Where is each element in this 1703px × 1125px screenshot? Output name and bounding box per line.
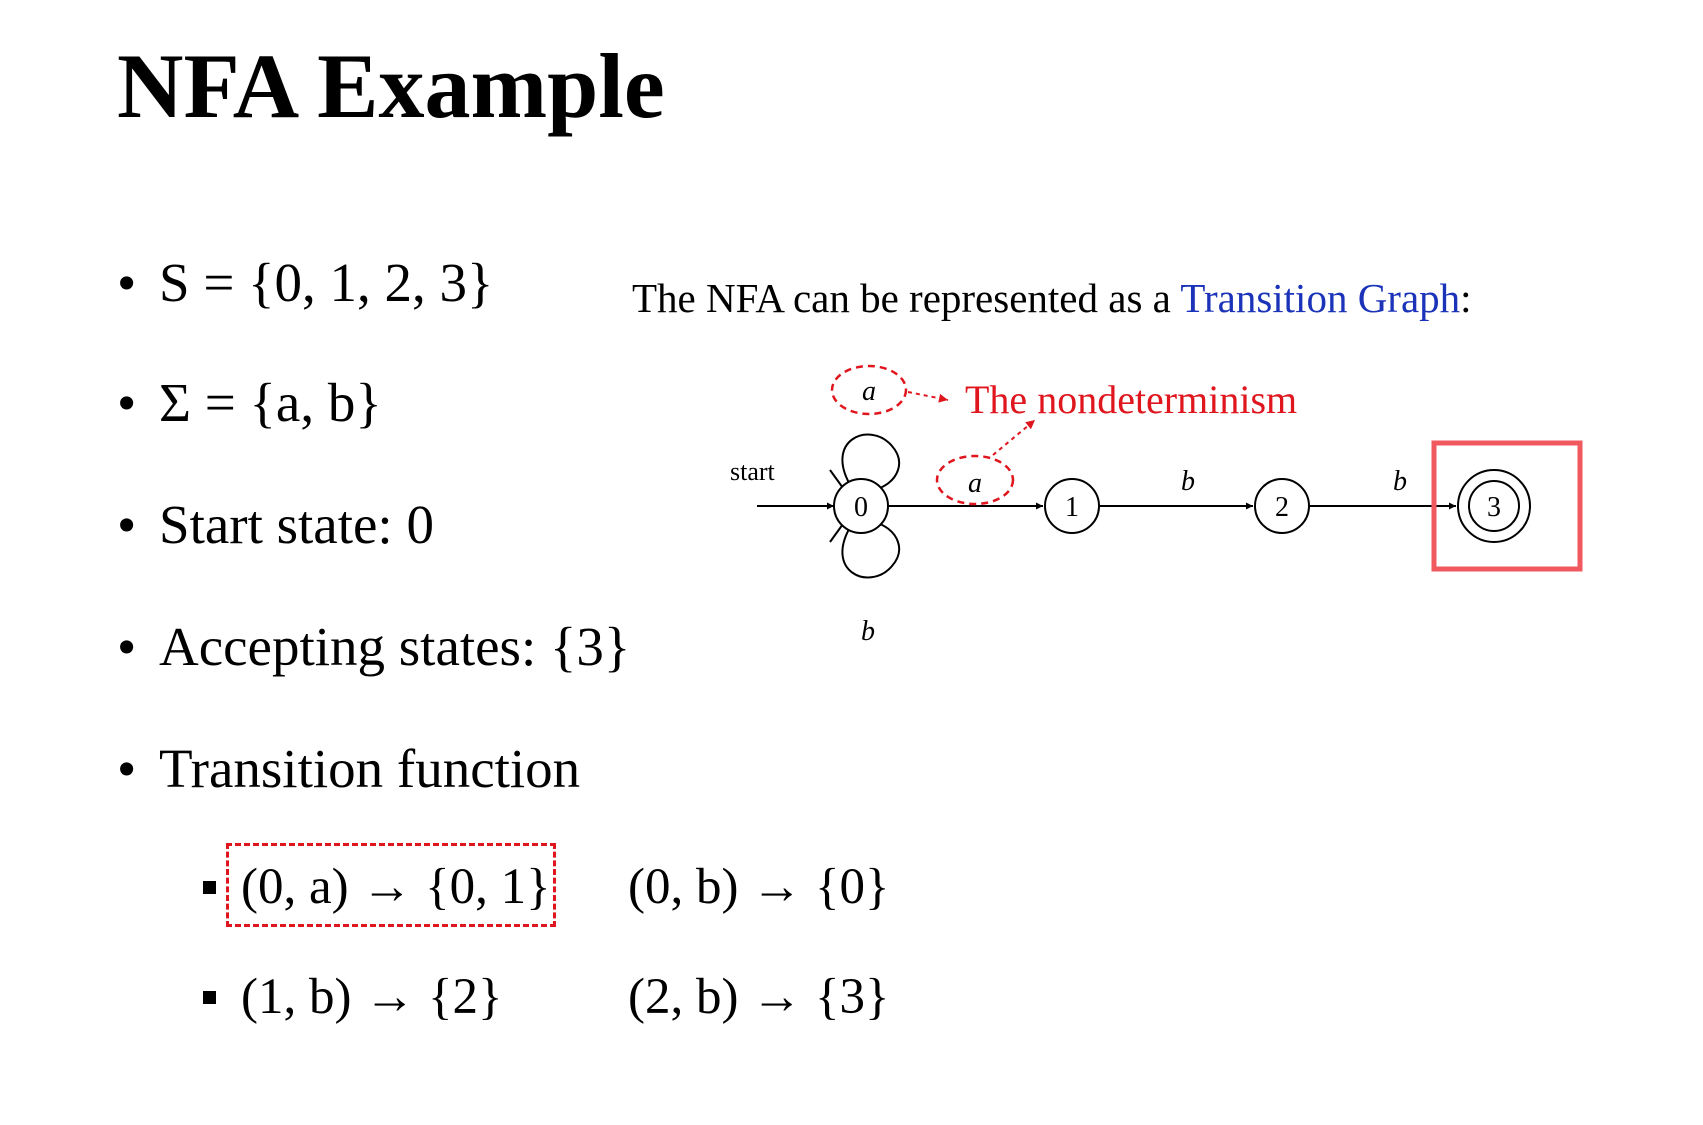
- self-loop-b: [841, 523, 901, 579]
- nondeterminism-highlight-box: [226, 843, 556, 927]
- self-loop-a-arrowhead: [829, 469, 850, 496]
- accepting-state-highlight-box: [1431, 440, 1583, 572]
- bullet-text: Accepting states: {3}: [159, 616, 631, 677]
- nondeterminism-annotation: The nondeterminism: [965, 377, 1298, 422]
- bullet-alphabet: • Σ = {a, b}: [117, 375, 382, 430]
- bullet-text: Transition function: [159, 738, 581, 799]
- self-loop-b-label: b: [861, 616, 875, 647]
- bullet-glyph: •: [117, 252, 137, 313]
- state-2-label: 2: [1275, 492, 1289, 523]
- annotation-pointer-edge-a: [992, 419, 1036, 456]
- transition-text: (2, b) → {3}: [628, 969, 890, 1025]
- bullet-glyph: •: [117, 494, 137, 555]
- square-bullet-icon: [203, 990, 216, 1004]
- caption-link-text: Transition Graph: [1180, 275, 1461, 321]
- bullet-glyph: •: [117, 738, 137, 799]
- square-bullet-icon: [203, 880, 216, 894]
- edge-1-2-label: b: [1181, 466, 1195, 497]
- bullet-glyph: •: [117, 616, 137, 677]
- highlight-ellipse-edge-a: [935, 454, 1015, 506]
- state-3-label: 3: [1487, 492, 1501, 523]
- highlight-ellipse-self-a: [830, 364, 908, 416]
- self-loop-b-arrowhead: [829, 516, 850, 543]
- bullet-text: S = {0, 1, 2, 3}: [159, 252, 494, 313]
- start-label: start: [730, 457, 776, 486]
- annotation-pointer-self-a: [907, 391, 949, 403]
- transition-text: (0, a) → {0, 1}: [241, 859, 551, 915]
- edge-2-3-label: b: [1393, 466, 1407, 497]
- bullet-accepting-states: • Accepting states: {3}: [117, 619, 630, 674]
- diagram-caption: The NFA can be represented as a Transiti…: [632, 278, 1472, 319]
- bullet-states: • S = {0, 1, 2, 3}: [117, 255, 493, 310]
- bullet-glyph: •: [117, 372, 137, 433]
- state-0-label: 0: [854, 492, 868, 523]
- caption-suffix: :: [1460, 275, 1472, 321]
- state-1-label: 1: [1065, 492, 1079, 523]
- transition-row: (0, a) → {0, 1}: [203, 862, 551, 913]
- bullet-start-state: • Start state: 0: [117, 497, 434, 552]
- bullet-text: Start state: 0: [159, 494, 434, 555]
- caption-text: The NFA can be represented as a: [632, 275, 1181, 321]
- edge-0-1-label: a: [968, 468, 982, 499]
- transition-text: (1, b) → {2}: [241, 969, 503, 1025]
- self-loop-a-label: a: [862, 376, 876, 407]
- transition-row: (1, b) → {2}: [203, 972, 502, 1023]
- bullet-transition-function: • Transition function: [117, 741, 580, 796]
- state-3-inner-circle: [1468, 480, 1520, 532]
- self-loop-a: [841, 433, 901, 489]
- bullet-text: Σ = {a, b}: [159, 372, 382, 433]
- page-title: NFA Example: [117, 35, 665, 137]
- transition-text: (0, b) → {0}: [628, 859, 890, 915]
